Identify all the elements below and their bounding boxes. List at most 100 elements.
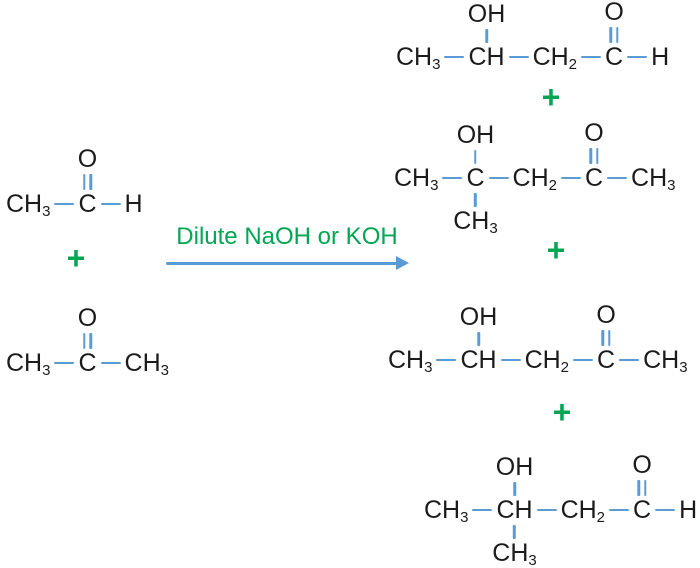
substituent-above: O: [78, 147, 97, 192]
atom-cell: CH3: [6, 349, 51, 379]
subscript: 3: [42, 362, 51, 379]
subscript: 3: [460, 509, 469, 526]
substituent-label: O: [584, 119, 604, 147]
substituent-label: OH: [467, 0, 506, 28]
atom-label: CH3: [396, 43, 441, 73]
reaction-arrow: [166, 262, 398, 265]
double-bond-icon: [82, 333, 92, 349]
atom-label: C: [633, 496, 652, 524]
plus-sign-2: +: [546, 232, 566, 268]
single-bond-icon: [500, 358, 521, 361]
atom-label: C: [597, 346, 616, 374]
bond-line: [89, 174, 92, 190]
substituent-label: CH3: [453, 207, 498, 237]
atom-cell: CH3: [631, 164, 676, 194]
single-bond-icon: [508, 55, 529, 58]
atom-cell: CH3: [388, 348, 433, 376]
double-bond-icon: [601, 330, 611, 346]
single-bond-icon: [54, 202, 75, 205]
bond-line: [474, 193, 477, 207]
atom-label: CH: [496, 496, 533, 524]
substituent-below: CH3: [453, 191, 498, 237]
atom-label: CH3: [6, 349, 51, 379]
plus-sign-3: +: [552, 394, 572, 430]
atom-label: H: [124, 190, 143, 218]
double-bond-icon: [609, 27, 619, 43]
atom-label: H: [651, 43, 670, 71]
substituent-label: O: [77, 304, 98, 332]
single-bond-icon: [609, 508, 630, 511]
single-bond-icon: [560, 176, 581, 179]
double-bond-icon: [82, 174, 92, 190]
substituent-above: O: [78, 306, 97, 351]
atom-cell: CH2: [525, 348, 570, 376]
atom-cell: CH2: [513, 166, 557, 194]
atom-cell: H: [651, 45, 669, 70]
substituent-below: CH3: [492, 523, 537, 568]
subscript: 3: [430, 177, 439, 194]
bond-line: [616, 27, 619, 43]
subscript: 3: [489, 220, 498, 237]
bond-line: [513, 525, 516, 539]
single-bond-icon: [485, 29, 488, 43]
single-bond-icon: [607, 176, 628, 179]
substituent-above: O: [596, 301, 616, 348]
atom-label: C: [466, 164, 485, 192]
atom-cell: CH3: [424, 496, 469, 526]
bond-line: [637, 480, 641, 496]
substituent-label: O: [604, 0, 624, 26]
bond-line: [89, 333, 92, 349]
subscript: 2: [560, 359, 570, 376]
double-bond-icon: [589, 148, 599, 164]
subscript: 3: [160, 362, 169, 379]
subscript: 3: [432, 56, 441, 73]
atom-label: CH2: [532, 43, 578, 73]
single-bond-icon: [513, 482, 516, 496]
bond-line: [589, 148, 592, 164]
bond-line: [82, 174, 86, 190]
substituent-above: O: [632, 453, 652, 498]
atom-label: CH3: [631, 164, 676, 194]
bond-line: [474, 150, 477, 164]
single-bond-icon: [100, 361, 121, 364]
single-bond-icon: [655, 508, 676, 511]
atom-label: C: [584, 164, 604, 192]
substituent-label: OH: [495, 453, 534, 481]
atom-label: CH3: [6, 190, 51, 220]
atom-label: CH3: [424, 496, 469, 526]
bond-line: [644, 480, 647, 496]
atom-cell: H: [679, 498, 697, 523]
subscript: 3: [424, 359, 433, 376]
substituent-label: O: [596, 301, 616, 329]
single-bond-icon: [619, 358, 640, 361]
substituent-above: OH: [457, 123, 494, 166]
single-bond-icon: [100, 202, 121, 205]
single-bond-icon: [472, 508, 493, 511]
atom-cell: CH2: [532, 43, 578, 73]
single-bond-icon: [436, 358, 457, 361]
atom-label: CH3: [643, 346, 688, 376]
single-bond-icon: [627, 55, 648, 58]
substituent-label: O: [77, 145, 98, 173]
atom-cell: CH3: [394, 166, 439, 194]
substituent-label: CH3: [492, 539, 537, 568]
substituent-above: OH: [467, 0, 506, 45]
single-bond-icon: [536, 508, 557, 511]
atom-label: CH: [460, 346, 497, 374]
atom-cell: CH OH CH3: [492, 455, 536, 568]
bond-line: [608, 330, 611, 346]
